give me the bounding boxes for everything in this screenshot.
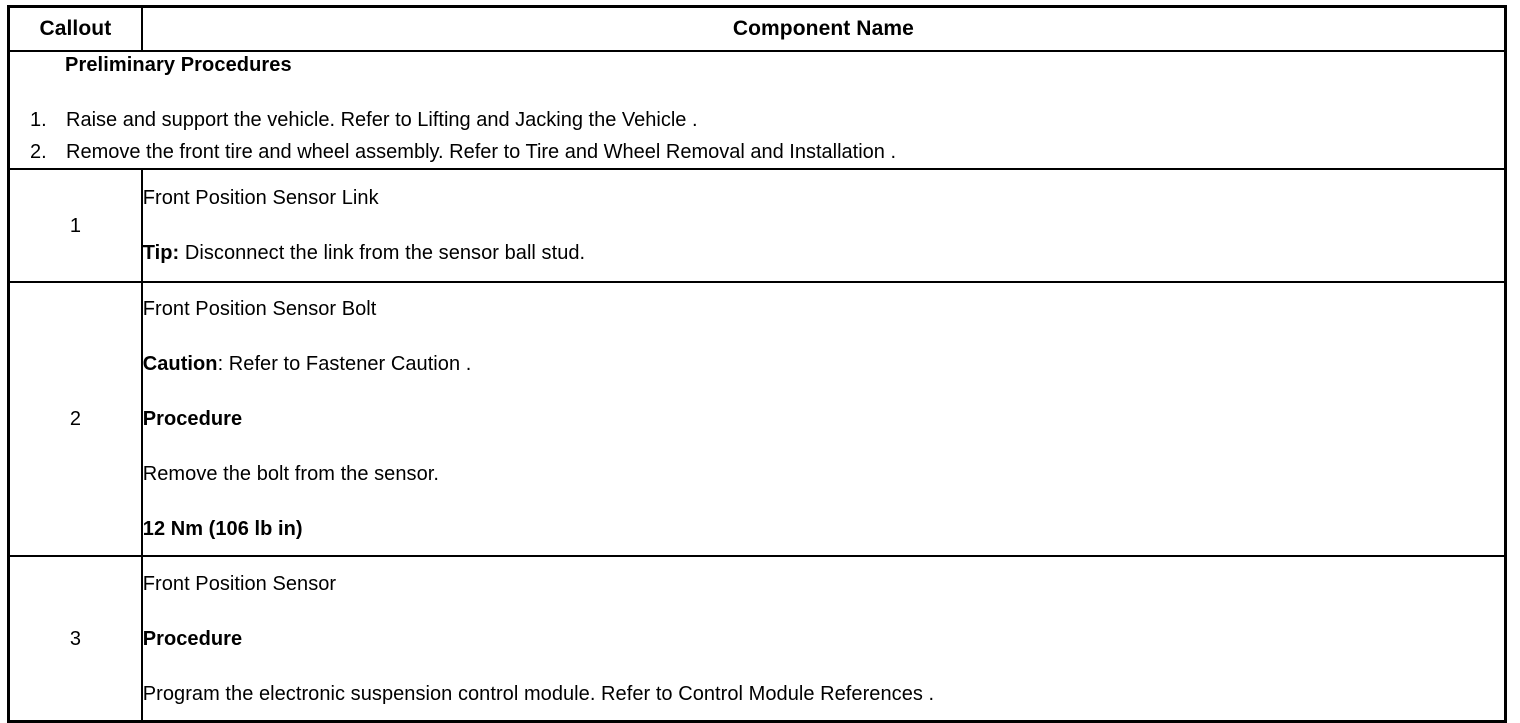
procedure-heading: Procedure — [143, 625, 1504, 653]
document-page: Callout Component Name Preliminary Proce… — [7, 5, 1507, 723]
table-row: 1 Front Position Sensor Link Tip: Discon… — [7, 168, 1507, 283]
procedure-step-line: Program the electronic suspension contro… — [143, 680, 1504, 708]
table-row: 2 Front Position Sensor Bolt Caution: Re… — [7, 281, 1507, 557]
tip-label: Tip: — [142, 242, 180, 264]
procedure-heading-text: Procedure — [142, 408, 243, 430]
tip-line: Tip: Disconnect the link from the sensor… — [143, 239, 1504, 267]
step-text: Raise and support the vehicle. Refer to … — [66, 109, 698, 131]
callout-number: 2 — [7, 281, 143, 557]
preliminary-step-2: 2. Remove the front tire and wheel assem… — [10, 136, 1504, 168]
component-name-text: Front Position Sensor — [142, 573, 337, 595]
preliminary-procedures-cell: Preliminary Procedures 1. Raise and supp… — [7, 50, 1507, 170]
component-description-cell: Front Position Sensor Link Tip: Disconne… — [140, 168, 1507, 283]
procedure-heading-text: Procedure — [142, 628, 243, 650]
preliminary-step-1: 1. Raise and support the vehicle. Refer … — [10, 104, 1504, 136]
component-description-cell: Front Position Sensor Procedure Program … — [140, 555, 1507, 723]
step-number: 1. — [30, 109, 47, 131]
table-row: 3 Front Position Sensor Procedure Progra… — [7, 555, 1507, 723]
preliminary-procedures-title: Preliminary Procedures — [65, 54, 292, 76]
column-header-component-name: Component Name — [140, 5, 1507, 52]
procedure-step-text: Remove the bolt from the sensor. — [142, 463, 439, 485]
component-name-line: Front Position Sensor Link — [143, 184, 1504, 212]
table-header-row: Callout Component Name — [7, 5, 1507, 52]
torque-spec-text: 12 Nm (106 lb in) — [142, 518, 303, 540]
component-name-line: Front Position Sensor — [143, 570, 1504, 598]
step-text: Remove the front tire and wheel assembly… — [66, 141, 897, 163]
caution-label: Caution — [142, 353, 218, 375]
tip-text: Disconnect the link from the sensor ball… — [179, 242, 586, 264]
component-name-line: Front Position Sensor Bolt — [143, 295, 1504, 323]
component-name-text: Front Position Sensor Link — [142, 187, 379, 209]
preliminary-steps-list: 1. Raise and support the vehicle. Refer … — [10, 104, 1504, 168]
callout-number: 1 — [7, 168, 143, 283]
caution-line: Caution: Refer to Fastener Caution . — [143, 350, 1504, 378]
table-body: Preliminary Procedures 1. Raise and supp… — [7, 50, 1507, 723]
torque-spec-line: 12 Nm (106 lb in) — [143, 515, 1504, 543]
callout-number: 3 — [7, 555, 143, 723]
preliminary-procedures-row: Preliminary Procedures 1. Raise and supp… — [7, 50, 1507, 170]
caution-text: : Refer to Fastener Caution . — [217, 353, 472, 375]
step-number: 2. — [30, 141, 47, 163]
component-description-cell: Front Position Sensor Bolt Caution: Refe… — [140, 281, 1507, 557]
procedure-heading: Procedure — [143, 405, 1504, 433]
column-header-callout: Callout — [7, 5, 143, 52]
component-name-text: Front Position Sensor Bolt — [142, 298, 377, 320]
procedure-step-text: Program the electronic suspension contro… — [142, 683, 935, 705]
service-procedure-table: Callout Component Name Preliminary Proce… — [7, 5, 1507, 723]
procedure-step-line: Remove the bolt from the sensor. — [143, 460, 1504, 488]
